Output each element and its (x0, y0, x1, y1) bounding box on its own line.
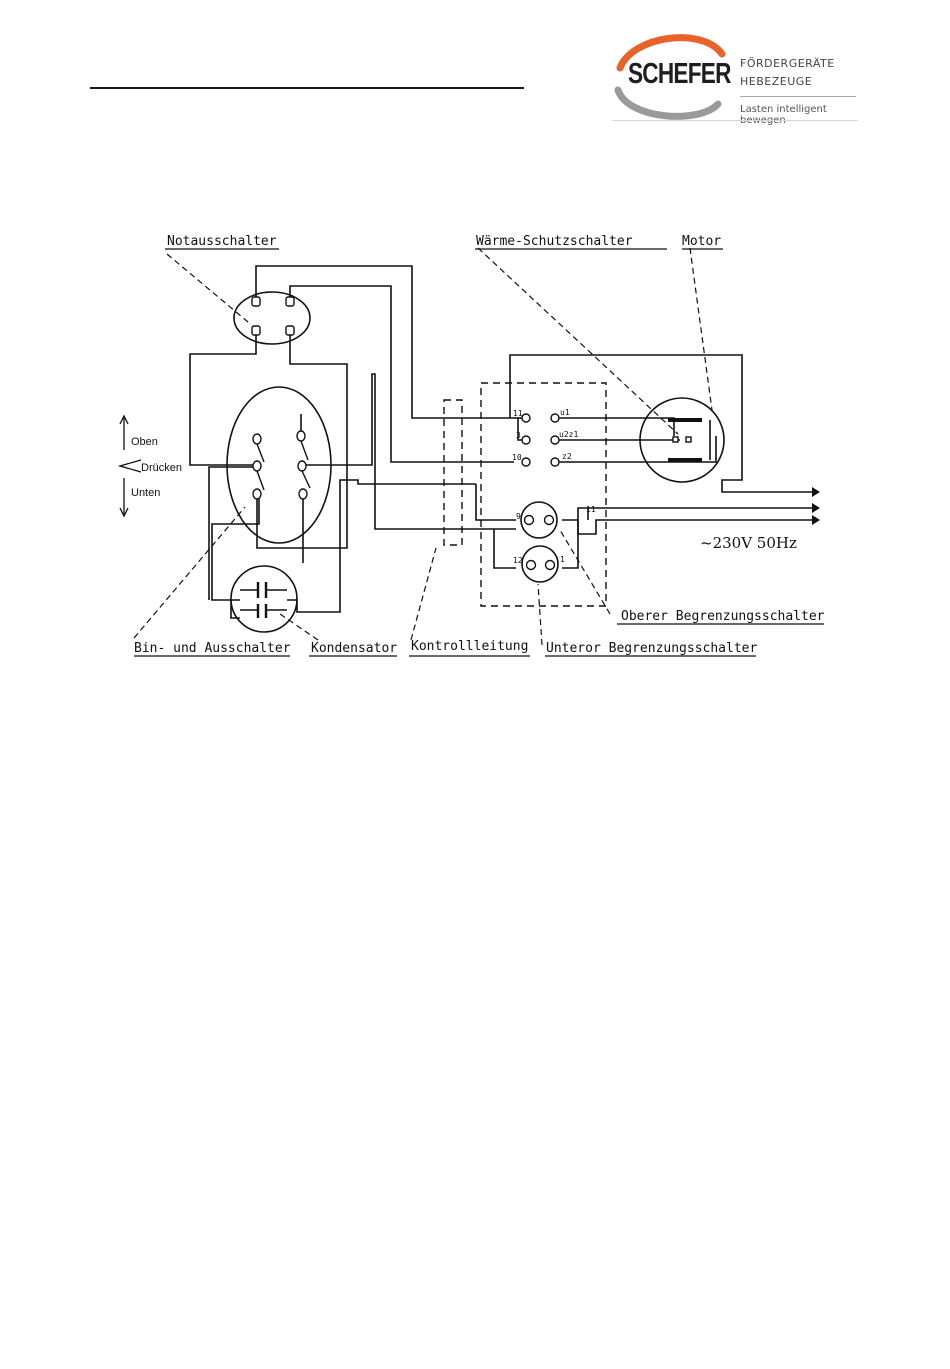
terminal-1: 1 (560, 555, 565, 564)
label-motor: Motor (682, 234, 721, 249)
terminal-3: 3 (516, 431, 521, 440)
terminal-u1: u1 (560, 408, 570, 417)
terminal-u2z1: u2z1 (559, 430, 578, 439)
label-down: Unten (131, 487, 160, 499)
terminal-11: 11 (513, 409, 523, 418)
label-supply-voltage: ~230V 50Hz (700, 534, 797, 552)
terminal-9: 9 (516, 512, 521, 521)
label-thermal-switch: Wärme-Schutzschalter (476, 234, 633, 249)
wiring-diagram: Notausschalter Wärme-Schutzschalter Moto… (0, 0, 950, 700)
label-emergency-stop: Notausschalter (167, 234, 277, 249)
label-upper-limit-switch: Oberer Begrenzungsschalter (621, 609, 825, 624)
label-capacitor: Kondensator (311, 641, 397, 656)
terminal-10: 10 (512, 453, 522, 462)
label-lower-limit-switch: Unteror Begrenzungsschalter (546, 641, 757, 656)
terminal-z2: z2 (562, 452, 572, 461)
label-control-line: Kontrollleitung (411, 639, 528, 654)
label-on-off-switch: Bin- und Ausschalter (134, 641, 291, 656)
label-press: Drücken (141, 462, 182, 474)
emergency-stop-switch (234, 292, 310, 344)
terminal-11b: 11 (586, 505, 596, 514)
capacitor (231, 566, 297, 632)
terminal-12: 12 (513, 556, 523, 565)
label-up: Oben (131, 436, 158, 448)
